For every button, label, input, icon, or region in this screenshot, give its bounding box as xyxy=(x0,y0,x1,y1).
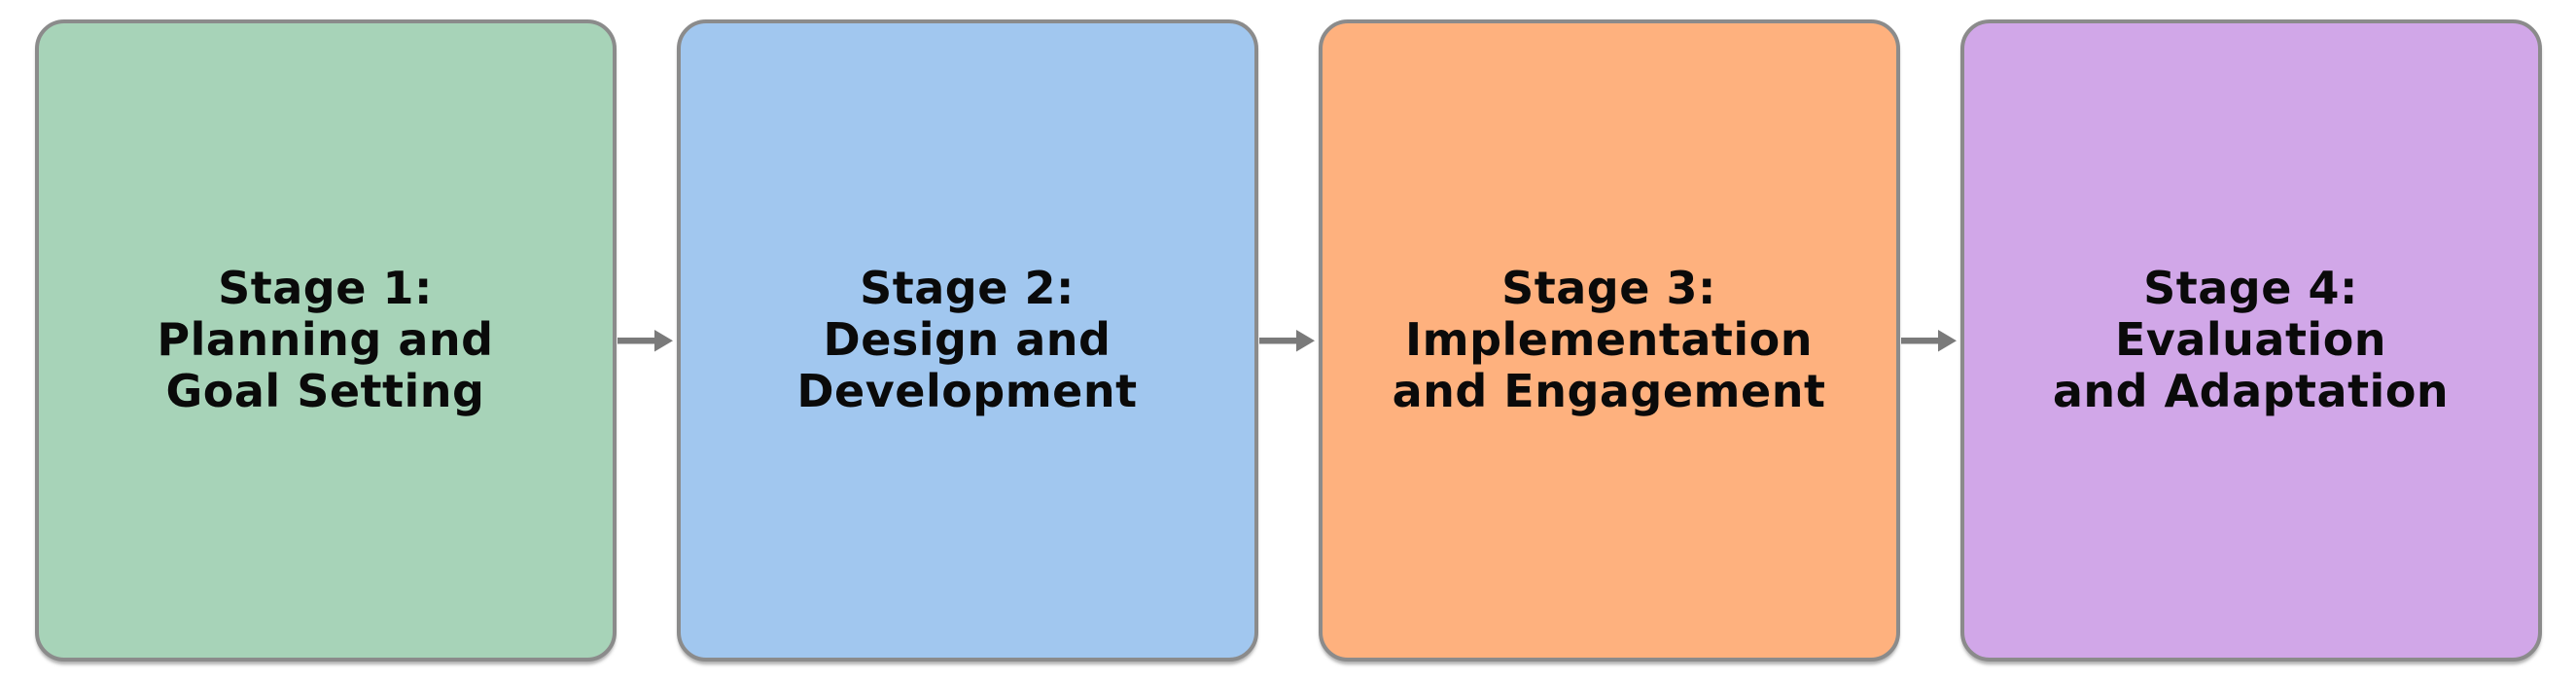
stage-2-label-line-3: Development xyxy=(796,364,1138,417)
arrow-stage-3-to-stage-4 xyxy=(1900,19,1960,662)
stage-3-label-line-3: and Engagement xyxy=(1392,364,1826,417)
stage-3-box: Stage 3: Implementation and Engagement xyxy=(1318,18,1900,662)
right-arrow-icon xyxy=(1900,329,1957,351)
right-arrow-icon xyxy=(617,329,673,351)
stage-4-label-line-1: Stage 4: xyxy=(2143,262,2358,315)
stage-3-label-line-1: Stage 3: xyxy=(1501,262,1716,315)
stage-1-label-line-2: Planning and xyxy=(157,313,494,367)
stage-1-label: Stage 1: Planning and Goal Setting xyxy=(157,263,493,417)
stage-3-label: Stage 3: Implementation and Engagement xyxy=(1393,263,1826,417)
stage-4-label-line-3: and Adaptation xyxy=(2052,364,2450,417)
stage-1-box: Stage 1: Planning and Goal Setting xyxy=(34,18,617,662)
stage-3-label-line-2: Implementation xyxy=(1405,313,1813,367)
stage-2-box: Stage 2: Design and Development xyxy=(676,18,1258,662)
stage-1-label-line-3: Goal Setting xyxy=(165,364,485,417)
arrow-stage-2-to-stage-3 xyxy=(1258,19,1319,662)
right-arrow-icon xyxy=(1258,329,1315,351)
stage-4-label: Stage 4: Evaluation and Adaptation xyxy=(2053,263,2449,417)
stage-2-label-line-1: Stage 2: xyxy=(860,262,1075,315)
stage-4-label-line-2: Evaluation xyxy=(2114,313,2387,367)
stage-2-label-line-2: Design and xyxy=(823,313,1112,367)
stage-1-label-line-1: Stage 1: xyxy=(218,262,433,315)
arrow-stage-1-to-stage-2 xyxy=(617,19,677,662)
stage-4-box: Stage 4: Evaluation and Adaptation xyxy=(1959,18,2542,662)
stage-2-label: Stage 2: Design and Development xyxy=(796,263,1137,417)
